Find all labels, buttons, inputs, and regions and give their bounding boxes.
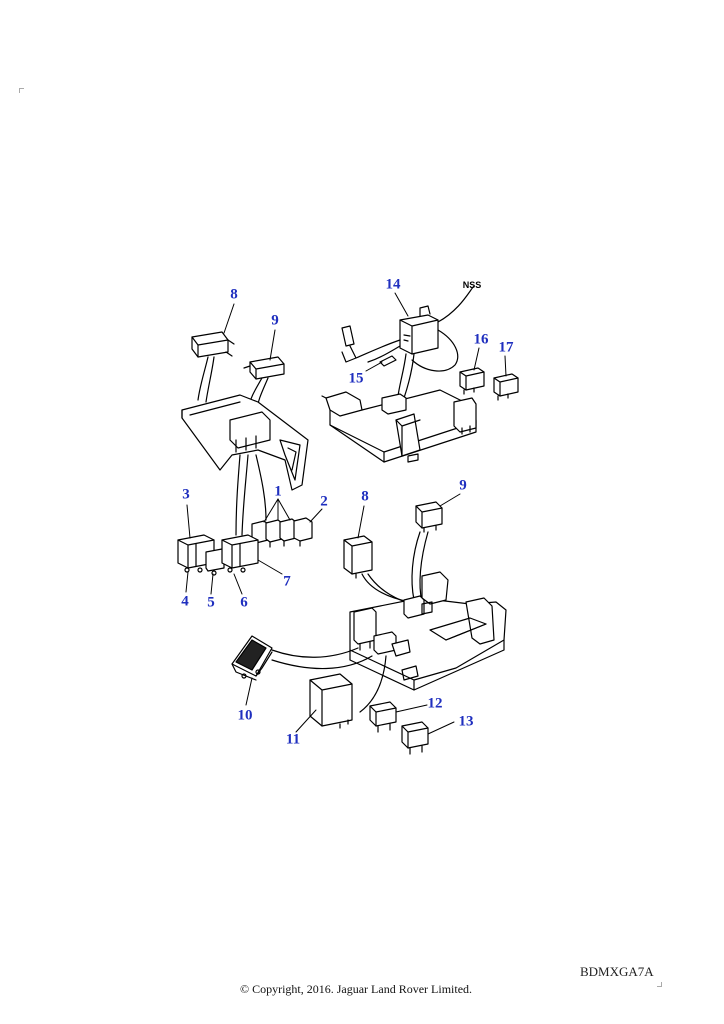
callout-nss: NSS bbox=[462, 280, 482, 290]
callout-17: 17 bbox=[498, 339, 514, 356]
relay-16 bbox=[459, 367, 485, 395]
callout-4: 4 bbox=[181, 593, 189, 610]
callout-14: 14 bbox=[385, 276, 401, 293]
corner-mark-top-left bbox=[19, 88, 24, 93]
callout-11: 11 bbox=[285, 731, 301, 748]
callout-10: 10 bbox=[237, 707, 253, 724]
leader-lines bbox=[185, 292, 507, 735]
callout-9-top: 9 bbox=[271, 312, 279, 329]
relay-bank-1-2 bbox=[251, 517, 313, 549]
relay-11 bbox=[309, 673, 353, 729]
callout-1: 1 bbox=[274, 483, 282, 500]
relay-10 bbox=[231, 635, 273, 681]
callout-13: 13 bbox=[458, 713, 474, 730]
callout-12: 12 bbox=[427, 695, 443, 712]
unit-14 bbox=[399, 305, 439, 355]
callout-16: 16 bbox=[473, 331, 489, 348]
top-left-bracket-assembly bbox=[181, 331, 309, 536]
relay-8-bottom bbox=[343, 535, 373, 579]
callout-7: 7 bbox=[283, 573, 291, 590]
relay-12 bbox=[369, 701, 397, 733]
relay-13 bbox=[401, 721, 429, 755]
top-right-tray-assembly bbox=[321, 285, 519, 463]
relay-bank-3-7 bbox=[177, 534, 259, 576]
corner-mark-bottom-right bbox=[657, 982, 662, 987]
relay-9-top bbox=[243, 356, 285, 380]
copyright-text: © Copyright, 2016. Jaguar Land Rover Lim… bbox=[239, 982, 473, 996]
callout-9-bottom: 9 bbox=[459, 477, 467, 494]
callout-8-top: 8 bbox=[230, 286, 238, 303]
callout-3: 3 bbox=[182, 486, 190, 503]
callout-8-bottom: 8 bbox=[361, 488, 369, 505]
callout-5: 5 bbox=[207, 594, 215, 611]
relay-17 bbox=[493, 373, 519, 401]
callout-6: 6 bbox=[240, 594, 248, 611]
relay-8-top bbox=[191, 331, 235, 358]
callout-2: 2 bbox=[320, 493, 328, 510]
relay-9-bottom bbox=[415, 501, 443, 533]
callout-15: 15 bbox=[348, 370, 364, 387]
bottom-tray-assembly bbox=[343, 501, 507, 691]
diagram-code: BDMXGA7A bbox=[580, 964, 654, 979]
